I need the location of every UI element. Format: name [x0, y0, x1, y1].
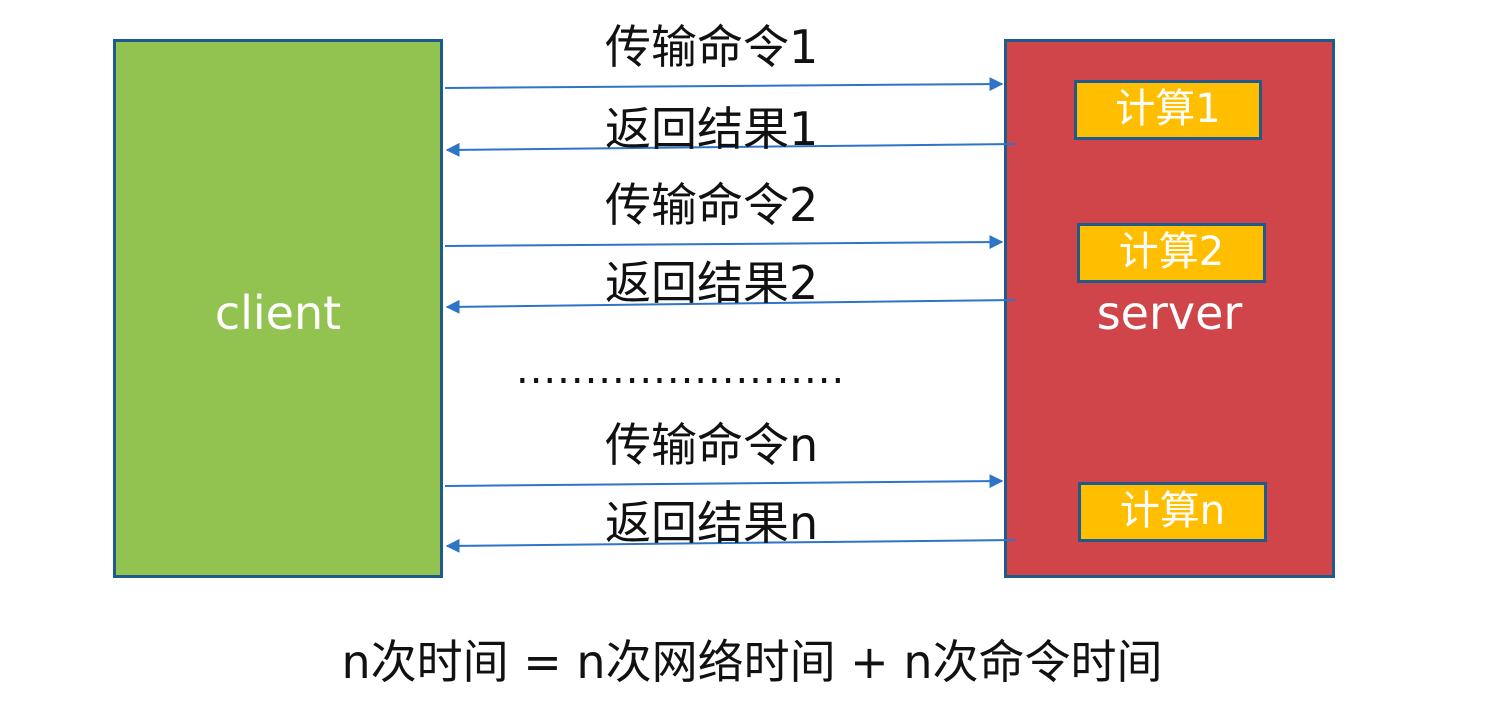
send-1-arrow	[444, 77, 1004, 92]
send-n-label: 传输命令n	[605, 418, 819, 472]
send-n-arrow	[444, 474, 1004, 489]
return-1-label: 返回结果1	[605, 102, 819, 156]
send-1-label: 传输命令1	[605, 20, 819, 74]
client-label: client	[214, 286, 342, 340]
send-2-label: 传输命令2	[605, 178, 819, 232]
time-formula: n次时间 = n次网络时间 + n次命令时间	[341, 635, 1163, 689]
calc-1-box: 计算1	[1074, 80, 1262, 140]
calc-n-box: 计算n	[1078, 482, 1267, 542]
server-box: 计算1 计算2 server 计算n	[1004, 39, 1335, 578]
server-label: server	[1096, 286, 1243, 340]
calc-2-box: 计算2	[1077, 223, 1266, 283]
client-box: client	[113, 39, 443, 578]
return-1-arrow	[445, 142, 1016, 157]
return-n-arrow	[445, 538, 1016, 553]
ellipsis-separator: ........................	[516, 350, 846, 390]
return-2-arrow	[445, 299, 1016, 314]
return-2-label: 返回结果2	[605, 256, 819, 310]
send-2-arrow	[444, 235, 1004, 250]
return-n-label: 返回结果n	[605, 496, 819, 550]
